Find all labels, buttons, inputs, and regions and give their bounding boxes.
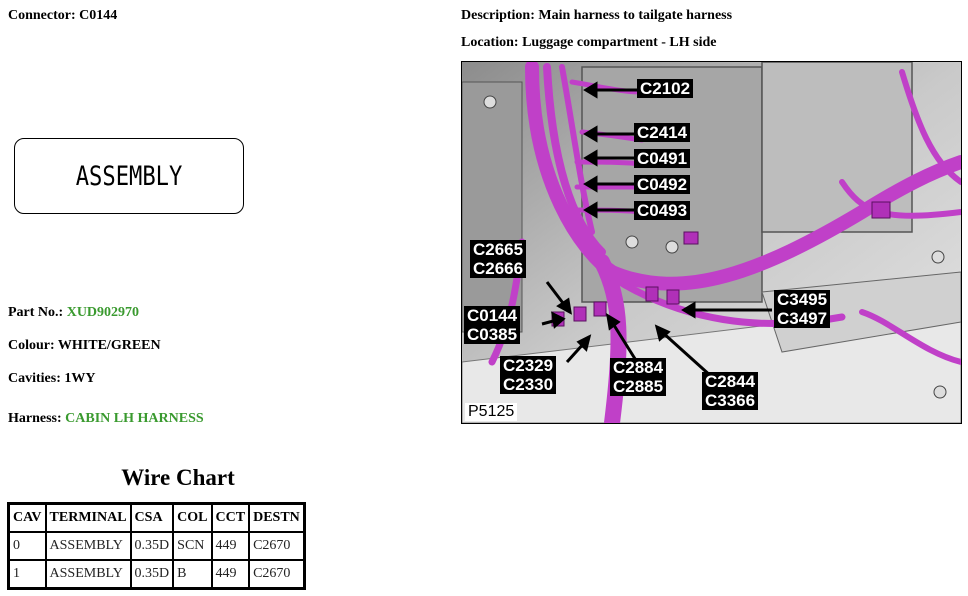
cavities: Cavities: 1WY [8,371,96,387]
callout-c2844-c3366: C2844 C3366 [702,372,759,410]
cavities-label: Cavities: [8,371,61,386]
callout-c0491: C0491 [634,149,691,168]
column-header: CSA [129,502,175,533]
cavities-value: 1WY [64,371,96,386]
table-cell: 0.35D [129,559,175,590]
location-photo: C2102 C2414 C0491 C0492 C0493 C2665 C266… [461,61,962,424]
table-cell: 449 [210,531,251,561]
location-value: Luggage compartment - LH side [522,35,717,50]
location-heading: Location: Luggage compartment - LH side [461,35,717,51]
wire-chart-table: CAV TERMINAL CSA COL CCT DESTN 0 ASSEMBL… [7,502,306,590]
table-cell: SCN [172,531,213,561]
description-value: Main harness to tailgate harness [538,8,733,23]
connector-label: Connector: [8,8,76,23]
location-label: Location: [461,35,519,50]
column-header: COL [172,502,213,533]
callout-c3495-c3497: C3495 C3497 [774,290,831,328]
wire-chart-title: Wire Chart [121,465,235,490]
callout-c2414: C2414 [634,123,691,142]
harness-label: Harness: [8,411,62,426]
colour-label: Colour: [8,338,55,353]
connector-face-diagram: ASSEMBLY [14,138,244,214]
table-cell: C2670 [248,531,306,561]
callout-c0492: C0492 [634,175,691,194]
harness: Harness: CABIN LH HARNESS [8,411,204,427]
description-heading: Description: Main harness to tailgate ha… [461,8,732,24]
callout-c2665-c2666: C2665 C2666 [470,240,527,278]
callout-c2329-c2330: C2329 C2330 [500,356,557,394]
callout-c0493: C0493 [634,201,691,220]
column-header: TERMINAL [44,502,132,533]
table-cell: 449 [210,559,251,590]
table-cell: 0 [7,531,47,561]
colour: Colour: WHITE/GREEN [8,338,161,354]
part-number-value: XUD902970 [66,305,140,320]
harness-value: CABIN LH HARNESS [65,411,204,426]
callout-c2884-c2885: C2884 C2885 [610,358,667,396]
colour-value: WHITE/GREEN [57,338,161,353]
table-cell: C2670 [248,559,306,590]
photo-reference: P5125 [465,403,518,421]
callout-c0144-c0385: C0144 C0385 [464,306,521,344]
table-cell: B [172,559,213,590]
table-cell: ASSEMBLY [44,559,132,590]
callout-c2102: C2102 [637,79,694,98]
part-number-label: Part No.: [8,305,64,320]
table-header-row: CAV TERMINAL CSA COL CCT DESTN [7,502,306,533]
part-number: Part No.: XUD902970 [8,305,139,321]
column-header: CAV [7,502,47,533]
connector-value: C0144 [79,8,118,23]
description-label: Description: [461,8,535,23]
table-cell: ASSEMBLY [44,531,132,561]
assembly-label: ASSEMBLY [75,160,183,192]
table-row: 0 ASSEMBLY 0.35D SCN 449 C2670 [7,531,306,561]
column-header: CCT [210,502,251,533]
table-cell: 0.35D [129,531,175,561]
connector-heading: Connector: C0144 [8,8,117,24]
column-header: DESTN [248,502,306,533]
table-row: 1 ASSEMBLY 0.35D B 449 C2670 [7,559,306,590]
table-cell: 1 [7,559,47,590]
